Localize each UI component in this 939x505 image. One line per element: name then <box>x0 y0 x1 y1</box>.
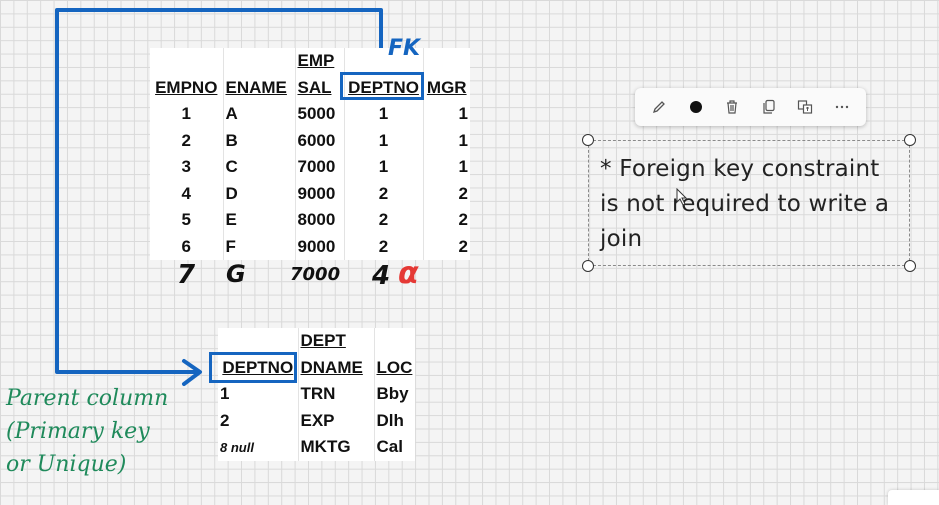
dept-header-deptno: DEPTNO <box>218 354 299 381</box>
emp-header-deptno: DEPTNO <box>344 74 424 101</box>
note-line: join <box>600 226 643 252</box>
dept-header-dname: DNAME <box>298 354 375 381</box>
pen-icon[interactable] <box>646 94 672 120</box>
note-text[interactable]: * Foreign key constraint is not required… <box>600 152 910 257</box>
copy-icon[interactable] <box>756 94 782 120</box>
cell: TRN <box>298 381 375 408</box>
parent-column-line: (Primary key <box>6 419 150 444</box>
note-line: * Foreign key constraint <box>600 156 880 182</box>
parent-column-note: Parent column (Primary key or Unique) <box>6 382 168 481</box>
cell: 3 <box>150 154 224 181</box>
parent-column-line: or Unique) <box>6 452 127 477</box>
note-line: is not required to write a <box>600 191 890 217</box>
cell: 8 null <box>218 434 299 461</box>
parent-deptno-highlight-box <box>209 352 297 383</box>
cell: D <box>223 180 296 207</box>
trash-icon[interactable] <box>719 94 745 120</box>
color-dot-icon[interactable] <box>683 94 709 120</box>
cell: 2 <box>344 233 424 260</box>
cell: C <box>223 154 296 181</box>
cell: E <box>223 207 296 234</box>
resize-handle-top-left[interactable] <box>582 134 594 146</box>
cell: 9000 <box>295 233 345 260</box>
dept-caption: DEPT <box>298 328 375 355</box>
emp-caption: EMP <box>295 48 345 75</box>
cell: 2 <box>218 407 299 434</box>
cell: 4 <box>150 180 224 207</box>
cell: 1 <box>150 101 224 128</box>
emp-header-mgr: MGR <box>426 77 467 97</box>
ink-toolbar <box>635 88 866 126</box>
hand-deptno: 4 <box>372 261 391 291</box>
cell: 1 <box>458 104 468 124</box>
resize-handle-bottom-right[interactable] <box>904 260 916 272</box>
cell: B <box>223 127 296 154</box>
mouse-cursor-icon <box>676 188 688 206</box>
hand-alpha: α <box>398 256 419 291</box>
cell: F <box>223 233 296 260</box>
cell: Bby <box>376 384 409 404</box>
cell: Dlh <box>376 410 404 430</box>
cell: 7000 <box>295 154 345 181</box>
cell: 5 <box>150 207 224 234</box>
cell: 1 <box>344 127 424 154</box>
cell: 2 <box>458 210 468 230</box>
emp-header-empno: EMPNO <box>150 74 224 101</box>
cell: A <box>223 101 296 128</box>
cell: Cal <box>376 437 403 457</box>
resize-handle-top-right[interactable] <box>904 134 916 146</box>
cell: 1 <box>344 101 424 128</box>
cell: 1 <box>458 157 468 177</box>
fk-label: FK <box>388 36 421 61</box>
cell: EXP <box>298 407 375 434</box>
translate-icon[interactable] <box>792 94 818 120</box>
parent-column-line: Parent column <box>6 386 169 411</box>
note-selection-box[interactable] <box>588 140 910 266</box>
cell: 6000 <box>295 127 345 154</box>
cell: 5000 <box>295 101 345 128</box>
hand-sal: 7000 <box>290 264 341 285</box>
cell: 6 <box>150 233 224 260</box>
cell: 1 <box>458 130 468 150</box>
cell: 9000 <box>295 180 345 207</box>
emp-header-sal: SAL <box>295 74 345 101</box>
hand-ename: G <box>226 260 246 288</box>
resize-handle-bottom-left[interactable] <box>582 260 594 272</box>
cell: 1 <box>344 154 424 181</box>
cell: 8000 <box>295 207 345 234</box>
cell: 2 <box>458 236 468 256</box>
cell: 2 <box>150 127 224 154</box>
cell: 2 <box>344 207 424 234</box>
emp-header-ename: ENAME <box>223 74 296 101</box>
hand-empno: 7 <box>177 260 196 290</box>
deptno-highlight-box <box>340 72 424 100</box>
cell: MKTG <box>298 434 375 461</box>
dept-header-loc: LOC <box>376 357 413 377</box>
cell: 2 <box>458 183 468 203</box>
more-icon[interactable] <box>829 94 855 120</box>
cell: 1 <box>218 381 299 408</box>
corner-widget[interactable] <box>888 490 939 505</box>
cell: 2 <box>344 180 424 207</box>
